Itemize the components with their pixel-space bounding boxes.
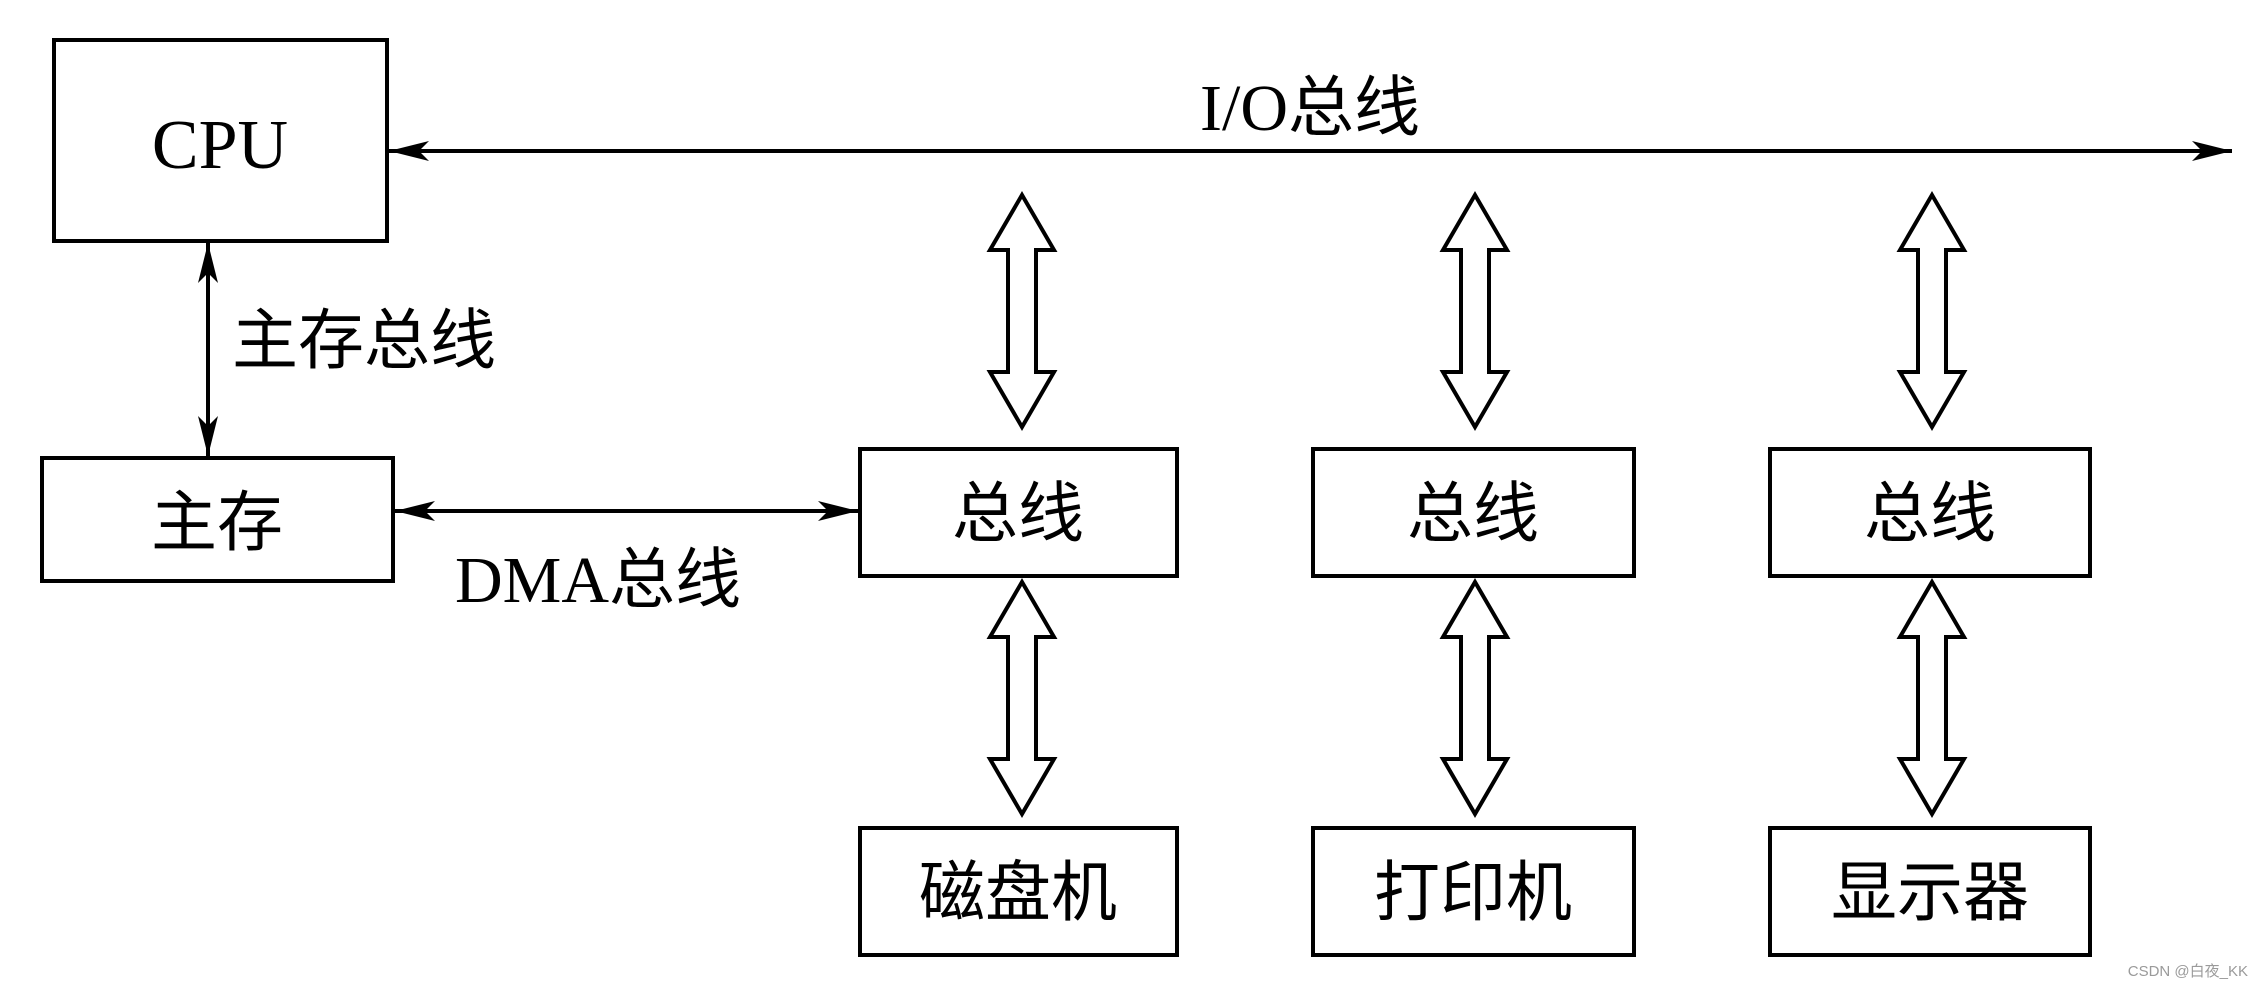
io-bus-label: I/O总线 (1200, 72, 1420, 145)
device-box-3-label: 显示器 (1831, 857, 2029, 930)
device-box-3: 显示器 (1768, 826, 2092, 957)
double-arrow-bus-device-3 (1896, 578, 1968, 818)
device-box-2: 打印机 (1311, 826, 1636, 957)
double-arrow-io-bus-2 (1439, 191, 1511, 431)
main-memory-label: 主存 (151, 487, 283, 560)
device-box-1-label: 磁盘机 (919, 857, 1117, 930)
bus-box-1-label: 总线 (952, 478, 1084, 551)
main-memory-bus-label: 主存总线 (232, 305, 496, 378)
bus-box-3-label: 总线 (1864, 478, 1996, 551)
main-memory-box: 主存 (40, 456, 395, 583)
double-arrow-bus-device-1 (986, 578, 1058, 818)
bus-box-2: 总线 (1311, 447, 1636, 578)
bus-box-2-label: 总线 (1407, 478, 1539, 551)
cpu-box: CPU (52, 38, 389, 243)
dma-bus-label: DMA总线 (455, 544, 741, 617)
bus-box-3: 总线 (1768, 447, 2092, 578)
double-arrow-io-bus-3 (1896, 191, 1968, 431)
cpu-label: CPU (152, 107, 288, 184)
device-box-2-label: 打印机 (1374, 857, 1572, 930)
bus-box-1: 总线 (858, 447, 1179, 578)
double-arrow-io-bus-1 (986, 191, 1058, 431)
double-arrow-bus-device-2 (1439, 578, 1511, 818)
watermark: CSDN @白夜_KK (2128, 963, 2248, 980)
device-box-1: 磁盘机 (858, 826, 1179, 957)
